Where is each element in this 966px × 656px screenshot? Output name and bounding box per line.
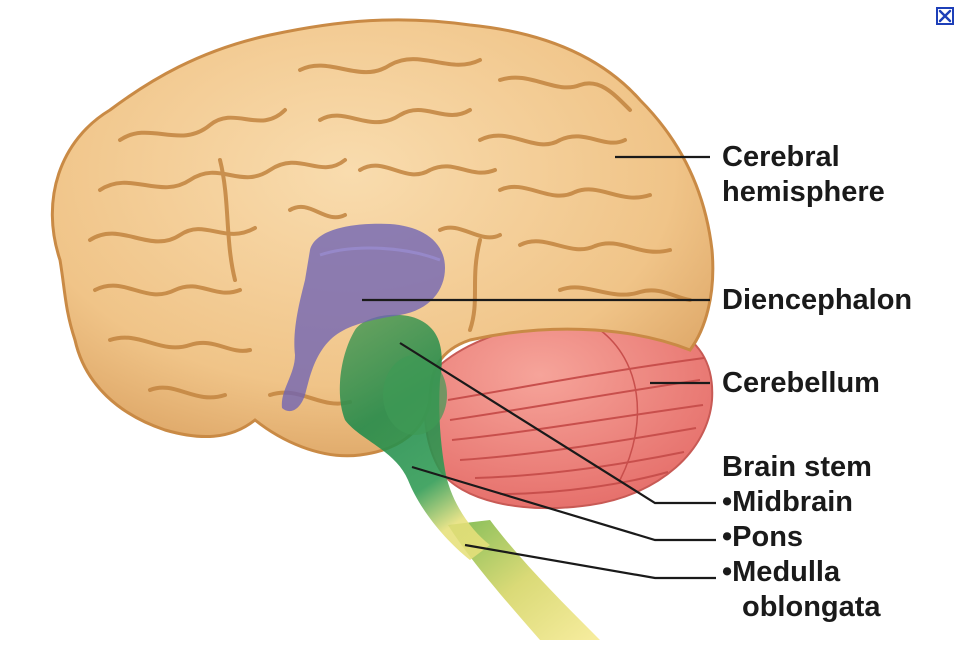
pons-bulge: [383, 355, 447, 435]
label-brain-stem: Brain stem •Midbrain •Pons •Medulla oblo…: [722, 450, 881, 625]
spinal-cord-shape: [448, 520, 600, 640]
leader-lines: [362, 155, 716, 580]
cerebellum-shape: [423, 317, 714, 510]
close-icon: [938, 9, 952, 23]
label-pons: •Pons: [722, 521, 804, 553]
leader-midbrain: [399, 342, 716, 505]
leader-pons: [411, 465, 716, 542]
label-midbrain: •Midbrain: [722, 486, 853, 518]
label-cerebral-hemisphere: Cerebral hemisphere: [722, 140, 885, 210]
label-cerebral-line1: Cerebral: [722, 141, 840, 173]
label-medulla-line2: oblongata: [742, 591, 881, 623]
label-cerebellum: Cerebellum: [722, 367, 880, 399]
label-cerebral-line2: hemisphere: [722, 176, 885, 208]
close-button[interactable]: [936, 7, 954, 25]
leader-medulla: [464, 543, 716, 580]
brainstem-shape: [339, 314, 490, 560]
label-brain-stem-heading: Brain stem: [722, 451, 872, 483]
label-medulla-line1: •Medulla: [722, 556, 841, 588]
label-diencephalon: Diencephalon: [722, 284, 913, 316]
diencephalon-shape: [281, 223, 445, 412]
